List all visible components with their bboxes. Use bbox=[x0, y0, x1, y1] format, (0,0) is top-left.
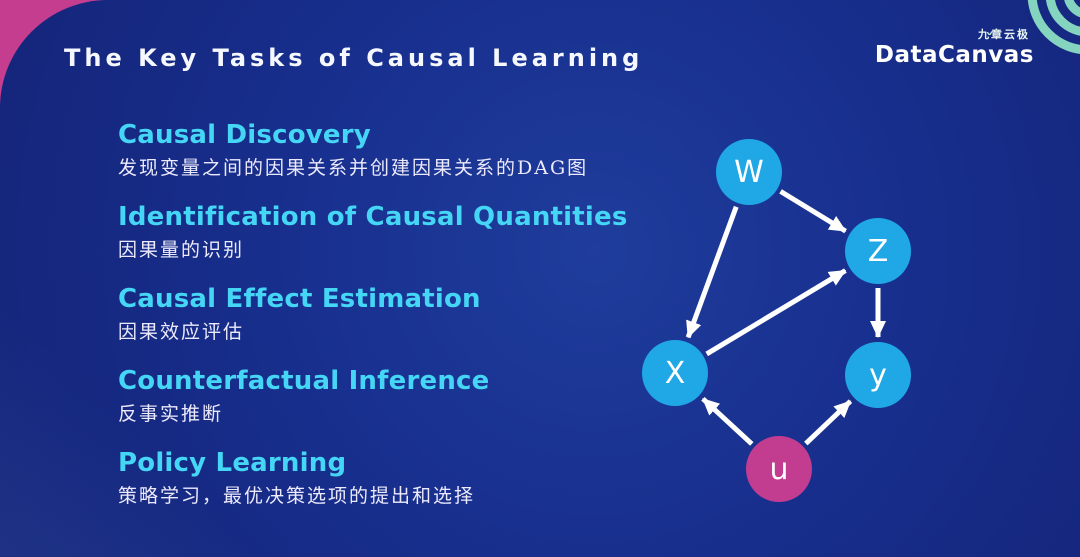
task-heading: Causal Discovery bbox=[118, 120, 371, 150]
task-subtitle: 因果效应评估 bbox=[118, 321, 245, 343]
task-item-counterfactual: Counterfactual Inference 反事实推断 bbox=[118, 366, 618, 426]
dag-node-u: u bbox=[746, 436, 812, 502]
dag-node-y: y bbox=[845, 342, 911, 408]
task-heading: Identification of Causal Quantities bbox=[118, 202, 628, 232]
task-item-policy-learning: Policy Learning 策略学习，最优决策选项的提出和选择 bbox=[118, 448, 618, 508]
task-list: Causal Discovery 发现变量之间的因果关系并创建因果关系的DAG图… bbox=[118, 120, 628, 530]
svg-text:X: X bbox=[665, 356, 686, 391]
svg-text:y: y bbox=[869, 358, 887, 393]
logo-brand-text: DataCanvas ˇ bbox=[874, 30, 1034, 69]
slide-title: The Key Tasks of Causal Learning bbox=[64, 44, 644, 72]
task-item-identification: Identification of Causal Quantities 因果量的… bbox=[118, 202, 628, 262]
task-heading: Policy Learning bbox=[118, 448, 347, 478]
dag-edge-W-to-X bbox=[685, 205, 739, 339]
dag-node-Z: Z bbox=[845, 218, 911, 284]
task-subtitle: 反事实推断 bbox=[118, 403, 224, 425]
svg-text:u: u bbox=[769, 452, 788, 487]
svg-text:Z: Z bbox=[868, 234, 889, 269]
logo-chinese-text: 九章云极 bbox=[978, 28, 1030, 41]
dag-node-W: W bbox=[716, 139, 782, 205]
dag-edge-u-to-X bbox=[701, 396, 754, 446]
dag-edge-u-to-y bbox=[804, 399, 853, 446]
task-item-causal-discovery: Causal Discovery 发现变量之间的因果关系并创建因果关系的DAG图 bbox=[118, 120, 618, 180]
task-subtitle: 发现变量之间的因果关系并创建因果关系的DAG图 bbox=[118, 157, 589, 179]
task-subtitle: 因果量的识别 bbox=[118, 239, 245, 261]
logo-v-accent-icon: ˇ bbox=[985, 30, 994, 49]
svg-text:W: W bbox=[734, 155, 764, 190]
datacanvas-logo: 九章云极 DataCanvas ˇ bbox=[875, 26, 1034, 68]
task-heading: Counterfactual Inference bbox=[118, 366, 490, 396]
task-heading: Causal Effect Estimation bbox=[118, 284, 481, 314]
dag-edge-X-to-Z bbox=[705, 268, 847, 357]
task-subtitle: 策略学习，最优决策选项的提出和选择 bbox=[118, 485, 476, 507]
dag-node-X: X bbox=[642, 340, 708, 406]
task-item-effect-estimation: Causal Effect Estimation 因果效应评估 bbox=[118, 284, 618, 344]
dag-edge-W-to-Z bbox=[779, 189, 847, 234]
